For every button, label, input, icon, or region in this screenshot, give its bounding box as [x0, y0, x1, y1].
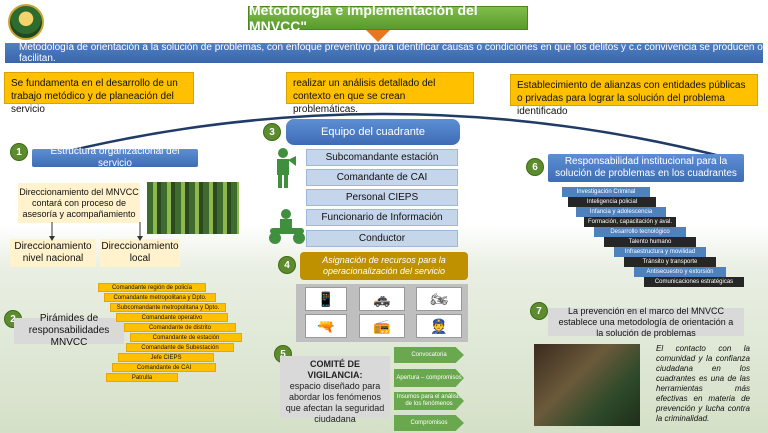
team-member: Personal CIEPS	[306, 189, 458, 206]
pyramid-level: Comandante de Subestación	[126, 343, 234, 352]
pyramid-level: Comandante de estación	[130, 333, 242, 342]
down-arrow-icon	[366, 30, 390, 42]
community-contact-photo	[534, 344, 640, 426]
team-member: Comandante de CAI	[306, 169, 458, 186]
vigilance-committee-title: COMITÉ DE VIGILANCIA:	[307, 359, 363, 380]
responsibility-item: Comunicaciones estratégicas	[644, 277, 744, 287]
vigilance-committee-box: COMITÉ DE VIGILANCIA: espacio diseñado p…	[280, 356, 390, 424]
police-formation-photo	[147, 182, 239, 234]
national-direction-box: Direccionamiento nivel nacional	[10, 239, 96, 267]
resource-allocation-title: Asignación de recursos para la operacion…	[300, 252, 468, 280]
section-3-badge: 3	[263, 123, 281, 141]
pyramid-level: Subcomandante metropolitana y Dpto.	[110, 303, 226, 312]
police-emblem-icon	[8, 4, 44, 40]
team-member: Subcomandante estación	[306, 149, 458, 166]
mnvcc-direction-box: Direccionamiento del MNVCC contará con p…	[18, 183, 140, 223]
responsibility-item: Investigación Criminal	[562, 187, 650, 197]
community-quote: El contacto con la comunidad y la confia…	[656, 344, 750, 423]
responsibility-item: Formación, capacitación y aval.	[584, 217, 676, 227]
pyramid-level: Comandante operativo	[116, 313, 228, 322]
pistol-icon: 🔫	[305, 314, 347, 338]
methodology-banner: Metodología de orientación a la solución…	[5, 42, 763, 64]
prevention-title: La prevención en el marco del MNVCC esta…	[548, 306, 744, 338]
team-member: Funcionario de Información	[306, 209, 458, 226]
alliances-box: Establecimiento de alianzas con entidade…	[510, 74, 758, 117]
responsibility-item: Antisecuestro y extorsión	[634, 267, 726, 277]
section-7-badge: 7	[530, 302, 548, 320]
phone-icon: 📱	[305, 287, 347, 311]
pyramid-level: Comandante de distrito	[124, 323, 236, 332]
responsibility-item: Talento humano	[604, 237, 696, 247]
responsibility-item: Desarrollo tecnológico	[594, 227, 686, 237]
institutional-responsibility-title: Responsabilidad institucional para la so…	[548, 154, 744, 182]
officer-icon: 👮	[416, 314, 462, 338]
section-6-badge: 6	[526, 158, 544, 176]
committee-step: Convocatoria	[394, 347, 464, 363]
responsibility-item: Infraestructura y movilidad	[614, 247, 706, 257]
section-4-badge: 4	[278, 256, 296, 274]
motorcycle-patrol-icon	[266, 206, 308, 246]
pyramid-level: Comandante de CAI	[112, 363, 216, 372]
committee-step: Insumos para el análisis de los fenómeno…	[394, 392, 464, 410]
pyramid-level: Comandante metropolitana y Dpto.	[104, 293, 216, 302]
officer-with-megaphone-icon	[268, 146, 298, 190]
radio-icon: 📻	[359, 314, 405, 338]
motorcycle-icon: 🏍	[416, 287, 462, 311]
local-direction-box: Direccionamiento local	[100, 239, 180, 267]
section-1-badge: 1	[10, 143, 28, 161]
foundation-box: Se fundamenta en el desarrollo de un tra…	[4, 72, 194, 115]
responsibility-item: Inteligencia policial	[568, 197, 656, 207]
vigilance-committee-text: espacio diseñado para abordar los fenóme…	[285, 381, 385, 424]
quadrant-team-title: Equipo del cuadrante	[286, 119, 460, 145]
direction-arrows	[49, 222, 143, 241]
pyramid-level: Comandante región de policía	[98, 283, 206, 292]
arch-connector	[39, 112, 729, 160]
committee-step: Apertura – compromisos	[394, 369, 464, 387]
team-member: Conductor	[306, 230, 458, 247]
pyramid-level: Jefe CIEPS	[118, 353, 214, 362]
org-structure-title: Estructura organizacional del servicio	[32, 146, 198, 169]
page-title: Metodología e implementación del MNVCC"	[248, 2, 528, 34]
committee-step: Compromisos	[394, 415, 464, 431]
responsibility-pyramid-title: Pirámides de responsabilidades MNVCC	[14, 313, 124, 348]
context-analysis-box: realizar un análisis detallado del conte…	[286, 72, 474, 115]
patrol-car-icon: 🚓	[359, 287, 405, 311]
responsibility-item: Tránsito y transporte	[624, 257, 716, 267]
pyramid-level: Patrulla	[106, 373, 178, 382]
responsibility-item: Infancia y adolescencia	[576, 207, 666, 217]
